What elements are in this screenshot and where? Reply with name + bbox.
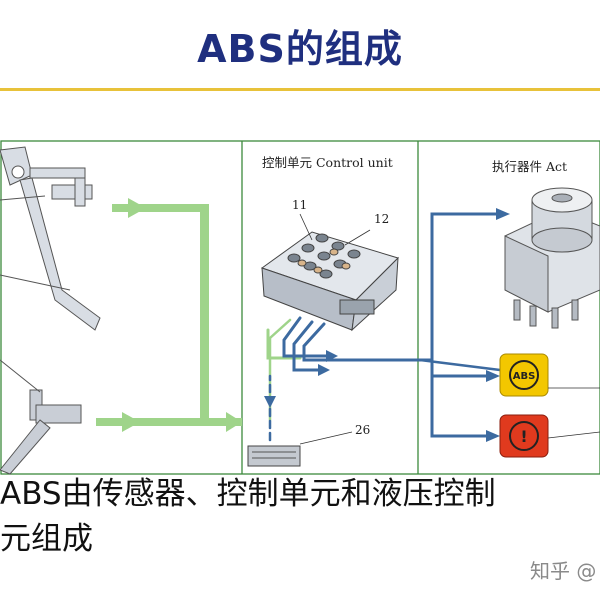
brake-pedal-sensor bbox=[0, 146, 101, 331]
wire-arrow-1 bbox=[318, 364, 330, 376]
output-wire-brake bbox=[430, 376, 490, 438]
watermark: 知乎 @ bbox=[530, 559, 597, 583]
callout-26: 26 bbox=[355, 423, 371, 437]
caption-line-2: 元组成 bbox=[0, 521, 93, 557]
brake-lamp-text: ! bbox=[520, 427, 527, 446]
abs-lamp-ring bbox=[509, 360, 539, 390]
control-unit-ecu bbox=[260, 231, 399, 332]
callout-11: 11 bbox=[292, 198, 308, 212]
brake-warning-lamp bbox=[499, 414, 549, 458]
blue-wire-2 bbox=[292, 320, 322, 372]
blue-wire-3 bbox=[302, 322, 422, 362]
output-wire-main bbox=[418, 212, 500, 362]
diagram-frame bbox=[0, 140, 600, 475]
caption-line-1: ABS由传感器、控制单元和液压控制 bbox=[0, 476, 496, 512]
wire-arrow-2 bbox=[326, 350, 338, 362]
abs-warning-lamp bbox=[499, 353, 549, 397]
output-arrow-main bbox=[496, 208, 510, 220]
blue-wire-1 bbox=[282, 316, 332, 358]
sensor-signal-arrows bbox=[96, 198, 242, 432]
title-underline bbox=[0, 88, 600, 91]
abs-lamp-text: ABS bbox=[513, 371, 536, 382]
brake-lamp-ring bbox=[509, 421, 539, 451]
control-unit-label: 控制单元 Control unit bbox=[262, 155, 393, 170]
wheel-speed-sensor bbox=[0, 359, 82, 475]
hydraulic-modulator bbox=[504, 187, 600, 329]
output-arrow-abs bbox=[486, 370, 500, 382]
wire-arrow-3 bbox=[264, 396, 276, 408]
diagnostic-connector bbox=[247, 445, 301, 467]
green-wire-1 bbox=[266, 328, 302, 360]
callout-12: 12 bbox=[374, 212, 390, 226]
caption-text: ABS由传感器、控制单元和液压控制 元组成 bbox=[0, 472, 600, 562]
slide-title: ABS的组成 bbox=[197, 27, 403, 71]
actuator-label: 执行器件 Act bbox=[492, 159, 568, 174]
output-arrow-brake bbox=[486, 430, 500, 442]
